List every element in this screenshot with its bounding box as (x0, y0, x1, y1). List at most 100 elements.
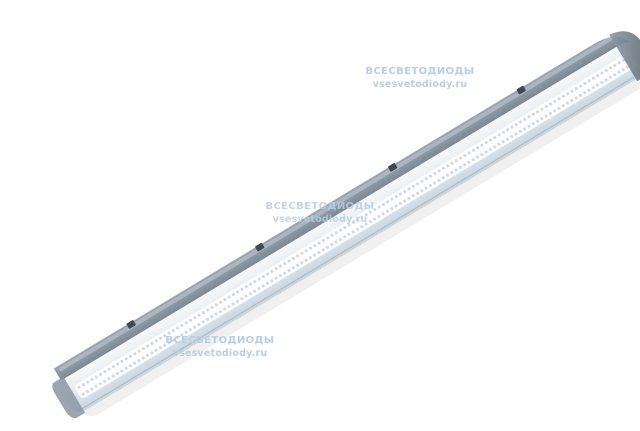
led-dot (553, 109, 557, 113)
led-dot (519, 120, 523, 124)
led-dot (278, 274, 282, 278)
led-dot (343, 235, 347, 239)
led-dot (205, 317, 209, 321)
led-dot (579, 84, 583, 88)
led-dot (591, 86, 595, 90)
led-dot (544, 105, 548, 109)
led-dot (467, 151, 471, 155)
led-dot (557, 106, 561, 110)
led-dot (210, 315, 214, 319)
led-dot (219, 300, 223, 304)
led-dot (480, 153, 484, 157)
led-dot (523, 127, 527, 131)
led-dot (458, 165, 462, 169)
led-dot (330, 243, 334, 247)
led-dot (325, 245, 329, 249)
led-dot (613, 73, 617, 77)
led-dot (223, 307, 227, 311)
led-dot (373, 208, 377, 212)
led-dot (103, 379, 107, 383)
led-dot (411, 184, 415, 188)
led-dot (360, 225, 364, 229)
led-dot (141, 356, 145, 360)
led-dot (441, 176, 445, 180)
led-dot (407, 196, 411, 200)
led-dot (86, 380, 90, 384)
led-dot (85, 389, 89, 393)
led-dot (476, 155, 480, 159)
led-dot (304, 249, 308, 253)
led-dot (218, 310, 222, 314)
led-dot (480, 143, 484, 147)
led-dot (206, 308, 210, 312)
led-dot (531, 122, 535, 126)
led-dot (296, 254, 300, 258)
led-dot (356, 227, 360, 231)
housing-clips (126, 85, 526, 329)
led-dot (441, 166, 445, 170)
led-row-upper (77, 56, 630, 389)
led-dot (180, 333, 184, 337)
led-dot (518, 129, 522, 133)
led-dot (180, 323, 184, 327)
led-dot (249, 282, 253, 286)
led-dot (223, 298, 227, 302)
led-dot (81, 383, 85, 387)
led-dot (188, 328, 192, 332)
led-dot (514, 123, 518, 127)
led-dot (506, 137, 510, 141)
led-dot (163, 334, 167, 338)
led-dot (163, 343, 167, 347)
led-dot (548, 111, 552, 115)
led-dot (604, 78, 608, 82)
led-dot (467, 160, 471, 164)
led-dot (189, 318, 193, 322)
led-dot (399, 192, 403, 196)
led-dot (437, 178, 441, 182)
led-dot (411, 194, 415, 198)
led-dot (403, 199, 407, 203)
led-dot (265, 281, 269, 285)
led-dot (197, 313, 201, 317)
led-dot (261, 284, 265, 288)
led-dot (231, 293, 235, 297)
led-dot (351, 220, 355, 224)
led-dot (368, 220, 372, 224)
led-dot (133, 361, 137, 365)
led-dot (291, 256, 295, 260)
led-dot (124, 357, 128, 361)
led-dot (227, 305, 231, 309)
led-dot (248, 292, 252, 296)
end-cap-right (609, 31, 640, 82)
led-dot (128, 364, 132, 368)
led-dot (287, 268, 291, 272)
led-dot (120, 369, 124, 373)
led-dot (94, 384, 98, 388)
led-dot (527, 124, 531, 128)
led-dot (600, 71, 604, 75)
led-dot (184, 330, 188, 334)
led-dot (536, 119, 540, 123)
led-dot (446, 164, 450, 168)
led-dot (330, 233, 334, 237)
led-dot (600, 80, 604, 84)
led-dot (111, 365, 115, 369)
led-dot (90, 387, 94, 391)
led-dot (570, 89, 574, 93)
led-dot (244, 285, 248, 289)
led-dot (386, 209, 390, 213)
led-dot (201, 311, 205, 315)
led-dot (107, 367, 111, 371)
led-dot (471, 148, 475, 152)
led-dot (210, 305, 214, 309)
led-dot (313, 253, 317, 257)
led-dot (334, 240, 338, 244)
led-dot (446, 173, 450, 177)
led-dot (403, 189, 407, 193)
led-dot (266, 272, 270, 276)
led-dot (424, 177, 428, 181)
led-dot (531, 112, 535, 116)
led-dot (433, 171, 437, 175)
led-dot (107, 377, 111, 381)
led-dot (583, 81, 587, 85)
